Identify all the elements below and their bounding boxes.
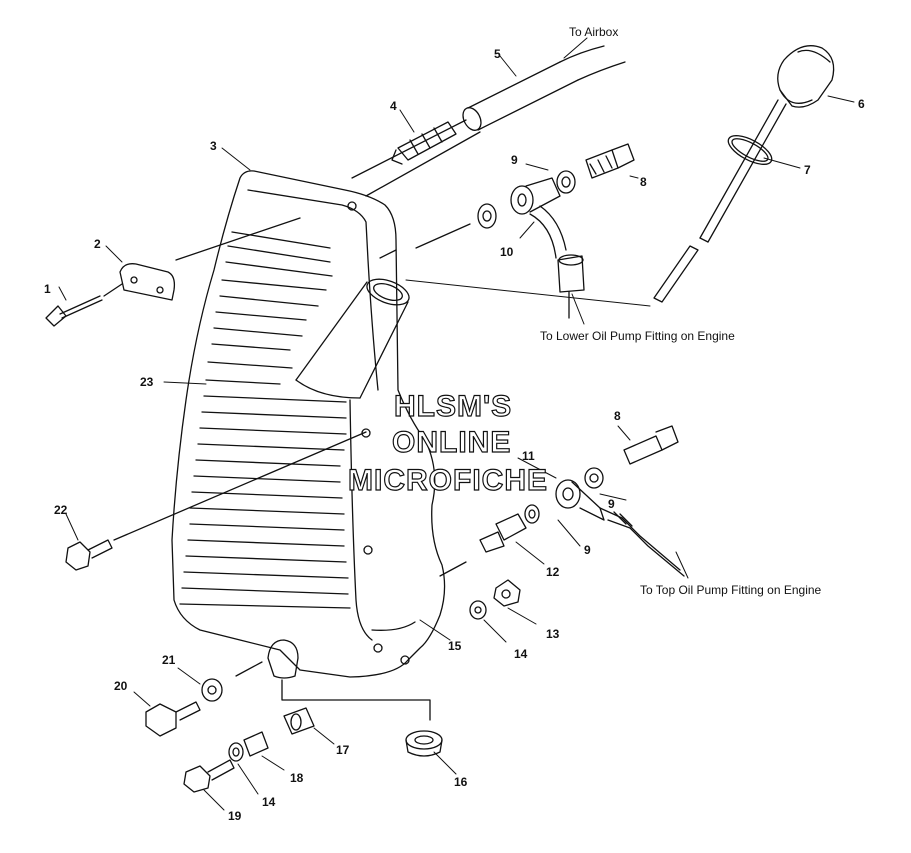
mounting-bracket xyxy=(45,217,301,327)
callout-7: 7 xyxy=(804,163,811,177)
oil-tank-body xyxy=(171,170,446,679)
callout-22: 22 xyxy=(54,503,68,517)
callout-21: 21 xyxy=(162,653,176,667)
callout-10: 10 xyxy=(500,245,514,259)
note-to-lower-pump: To Lower Oil Pump Fitting on Engine xyxy=(540,329,735,343)
callout-9-lower: 9 xyxy=(584,543,591,557)
callout-18: 18 xyxy=(290,771,304,785)
callout-14-right: 14 xyxy=(514,647,528,661)
leader-lines xyxy=(58,37,855,811)
callout-1: 1 xyxy=(44,282,51,296)
banjo-bolt-upper xyxy=(585,143,635,179)
note-to-airbox: To Airbox xyxy=(569,25,618,39)
callout-9-right: 9 xyxy=(608,497,615,511)
callout-13: 13 xyxy=(546,627,560,641)
callout-15: 15 xyxy=(448,639,462,653)
bottom-fasteners xyxy=(145,661,443,793)
top-pump-fittings xyxy=(439,425,685,620)
watermark-line-2: ONLINE xyxy=(392,426,511,459)
destination-notes: To Airbox To Lower Oil Pump Fitting on E… xyxy=(540,25,822,597)
callout-3: 3 xyxy=(210,139,217,153)
callout-12: 12 xyxy=(546,565,560,579)
callout-14-bottom: 14 xyxy=(262,795,276,809)
vent-hose xyxy=(351,45,626,197)
lower-oil-line xyxy=(415,170,585,319)
callout-8-upper: 8 xyxy=(640,175,647,189)
bolt-22 xyxy=(65,431,367,571)
callout-8-lower: 8 xyxy=(614,409,621,423)
callout-19: 19 xyxy=(228,809,242,823)
callout-9-upper: 9 xyxy=(511,153,518,167)
filler-neck xyxy=(295,278,410,399)
callout-20: 20 xyxy=(114,679,128,693)
callout-17: 17 xyxy=(336,743,350,757)
callout-4: 4 xyxy=(390,99,397,113)
callout-16: 16 xyxy=(454,775,468,789)
callout-23: 23 xyxy=(140,375,154,389)
note-to-top-pump: To Top Oil Pump Fitting on Engine xyxy=(640,583,822,597)
watermark-line-3: MICROFICHE xyxy=(348,464,548,497)
watermark: HLSM'S ONLINE MICROFICHE xyxy=(347,389,548,497)
callout-labels: 1 2 3 4 5 6 7 8 8 9 9 9 10 11 12 13 14 1… xyxy=(44,47,865,823)
callout-11: 11 xyxy=(522,449,535,463)
watermark-line-1: HLSM'S xyxy=(394,390,512,423)
callout-2: 2 xyxy=(94,237,101,251)
callout-5: 5 xyxy=(494,47,501,61)
callout-6: 6 xyxy=(858,97,865,111)
vent-fitting xyxy=(391,121,457,165)
